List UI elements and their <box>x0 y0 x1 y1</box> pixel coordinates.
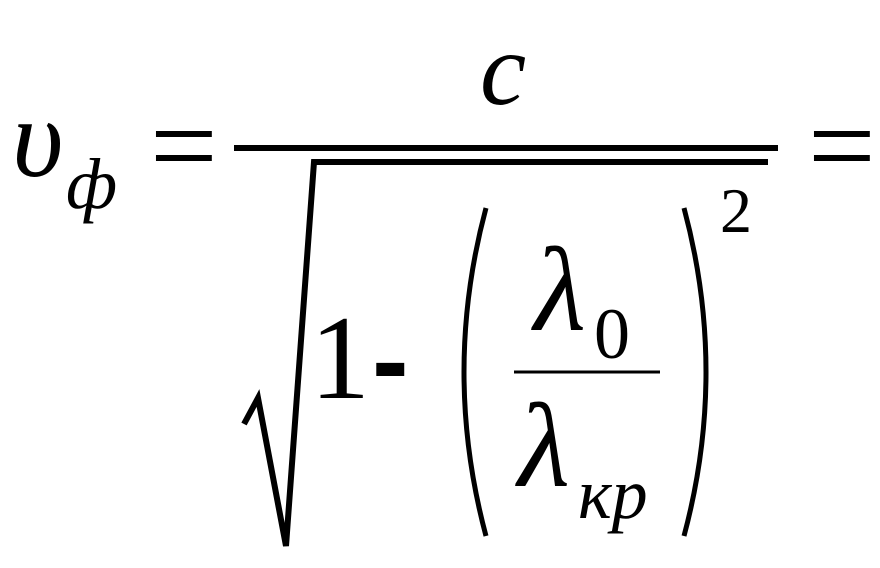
square-root-sign <box>241 159 768 547</box>
right-parenthesis <box>681 207 709 537</box>
denominator-one: 1 <box>310 291 370 424</box>
left-parenthesis <box>461 207 489 537</box>
equals-sign: = <box>150 79 218 212</box>
denominator-minus: - <box>372 299 409 422</box>
phase-velocity-subscript: ф <box>66 144 117 224</box>
numerator-c: c <box>480 12 526 127</box>
trailing-equals-sign: = <box>808 79 876 212</box>
inner-denominator-lambda: λ <box>515 379 570 512</box>
inner-denominator-subscript: кр <box>578 454 648 534</box>
phase-velocity-symbol: υ <box>12 77 63 201</box>
exponent-two: 2 <box>720 175 752 246</box>
inner-numerator-lambda: λ <box>531 223 586 356</box>
inner-numerator-subscript: 0 <box>594 294 630 374</box>
